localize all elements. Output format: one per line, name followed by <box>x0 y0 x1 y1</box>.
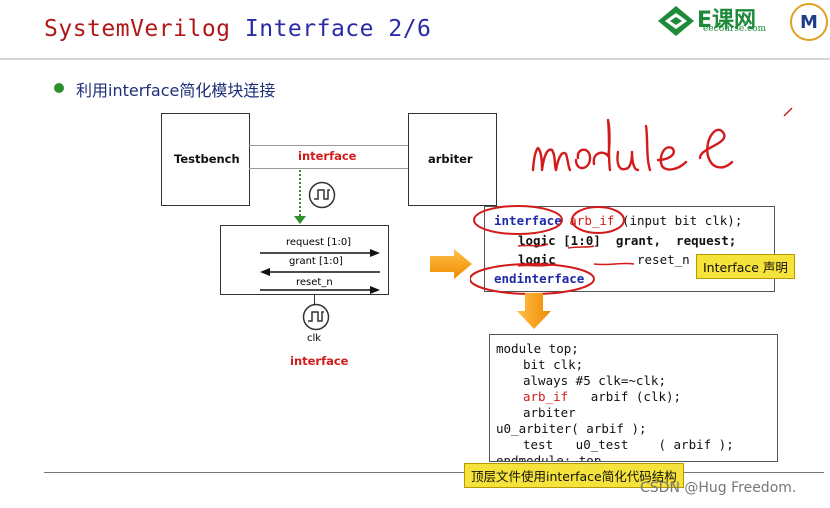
top-module-code-box: module top; bit clk; always #5 clk=~clk;… <box>489 334 778 462</box>
connector-dotted <box>299 170 301 220</box>
clk-label: clk <box>307 333 322 344</box>
testbench-label: Testbench <box>174 152 240 166</box>
orange-arrow-right <box>430 249 472 279</box>
clock-icon-top <box>308 181 336 209</box>
interface-box <box>220 225 389 295</box>
code-b-line-1: module top; <box>496 341 579 356</box>
code-b-line-6: u0_arbiter( arbif ); <box>496 421 647 436</box>
arbiter-box <box>408 113 497 206</box>
bullet-dot <box>54 83 64 93</box>
code-b-line-3: always #5 clk=~clk; <box>523 373 666 388</box>
slide-title: SystemVerilog Interface 2/6 <box>44 16 431 42</box>
signal-request-label: request [1:0] <box>286 237 352 248</box>
watermark: CSDN @Hug Freedom. <box>640 480 797 496</box>
handwriting-annotation <box>531 118 734 172</box>
title-part1: SystemVerilog <box>44 16 231 42</box>
interface-code-box: interface arb_if (input bit clk); logic … <box>484 206 775 292</box>
connector-arrowhead <box>294 216 306 224</box>
signal-reset-label: reset_n <box>296 277 333 288</box>
top-file-label: 顶层文件使用interface简化代码结构 <box>464 463 684 488</box>
code-line-4: endinterface <box>494 271 585 286</box>
interface-to-clock-line <box>314 294 315 304</box>
title-part2: Interface 2/6 <box>244 16 432 42</box>
code-b-line-5: arbiter <box>523 405 576 420</box>
signal-grant-arrow <box>260 268 380 276</box>
interface-bus <box>249 145 408 169</box>
title-rule <box>0 58 830 60</box>
signal-grant-label: grant [1:0] <box>289 256 343 267</box>
code-line-1: interface arb_if (input bit clk); <box>494 213 743 228</box>
logo-badge: M <box>790 3 828 41</box>
signal-request-arrow <box>260 249 380 257</box>
bullet-text: 利用interface简化模块连接 <box>76 81 276 100</box>
code-b-line-8: endmodule: top <box>496 453 602 462</box>
code-line-3-reset: reset_n <box>637 252 690 267</box>
code-b-line-4: arb_if arbif (clk); <box>523 389 682 404</box>
logo-subtext: eecourse.com <box>703 24 767 34</box>
orange-arrow-down <box>517 293 551 329</box>
code-b-line-2: bit clk; <box>523 357 584 372</box>
code-b-line-7: test u0_test ( arbif ); <box>523 437 734 452</box>
handwritten-circles <box>470 205 635 295</box>
clock-icon-bottom <box>302 303 330 331</box>
footer-rule <box>44 472 824 473</box>
interface-bus-label: interface <box>298 149 357 163</box>
pen-cursor-icon <box>783 107 793 117</box>
logo-text: E课网 <box>697 8 757 33</box>
interface-label-bottom: interface <box>290 354 349 368</box>
arbiter-label: arbiter <box>428 152 473 166</box>
logo-icon <box>658 6 694 36</box>
interface-declaration-label: Interface 声明 <box>696 254 795 279</box>
signal-reset-arrow <box>260 286 380 294</box>
code-line-2: logic [1:0] grant, request; <box>518 233 737 248</box>
testbench-box <box>161 113 250 206</box>
